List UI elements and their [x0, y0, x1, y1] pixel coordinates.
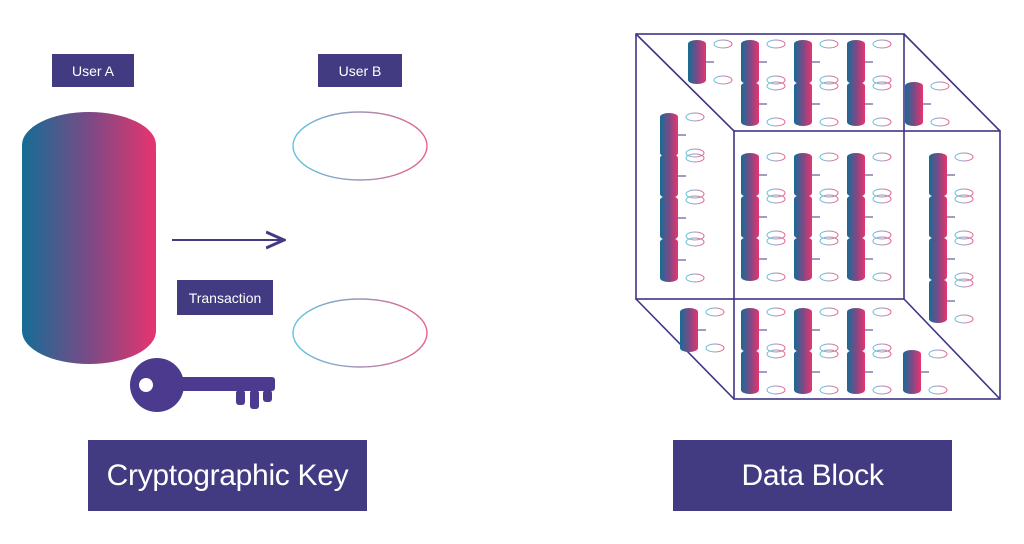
mini-cylinder-filled	[660, 113, 678, 157]
mini-cylinder-outline	[766, 81, 786, 127]
mini-cylinder-filled	[660, 238, 678, 282]
mini-cylinder-outline	[819, 39, 839, 85]
mini-cylinder-filled	[794, 82, 812, 126]
user-b-database	[292, 111, 428, 368]
mini-cylinder-filled	[794, 40, 812, 84]
mini-cylinder-filled	[847, 237, 865, 281]
mini-cylinder-outline	[685, 195, 705, 241]
mini-cylinder-filled	[929, 195, 947, 239]
mini-cylinder-filled	[688, 40, 706, 84]
mini-cylinder-outline	[872, 349, 892, 395]
data-block-caption: Data Block	[673, 440, 952, 511]
mini-cylinder-filled	[847, 350, 865, 394]
user-a-label: User A	[52, 54, 134, 87]
mini-cylinder-filled	[794, 350, 812, 394]
mini-cylinder-filled	[929, 279, 947, 323]
mini-cylinder-filled	[741, 308, 759, 352]
mini-cylinder-outline	[872, 194, 892, 240]
mini-cylinder-filled	[847, 40, 865, 84]
mini-cylinder-filled	[741, 350, 759, 394]
mini-cylinder-filled	[929, 153, 947, 197]
mini-cylinder-filled	[794, 153, 812, 197]
key-icon	[130, 358, 275, 412]
mini-cylinder-outline	[819, 194, 839, 240]
mini-cylinder-outline	[766, 194, 786, 240]
mini-cylinder-outline	[872, 307, 892, 353]
mini-cylinder-filled	[680, 308, 698, 352]
mini-cylinder-filled	[794, 237, 812, 281]
mini-cylinder-filled	[794, 195, 812, 239]
user-b-label: User B	[318, 54, 402, 87]
mini-cylinder-outline	[928, 349, 948, 395]
cryptographic-key-caption: Cryptographic Key	[88, 440, 367, 511]
mini-cylinder-outline	[685, 112, 705, 158]
mini-cylinder-filled	[660, 154, 678, 198]
data-block-cube	[635, 33, 1001, 400]
mini-cylinder-outline	[872, 236, 892, 282]
transaction-label: Transaction	[177, 280, 273, 315]
mini-cylinder-filled	[741, 40, 759, 84]
mini-cylinder-outline	[872, 81, 892, 127]
mini-cylinder-filled	[741, 153, 759, 197]
mini-cylinder-filled	[847, 308, 865, 352]
mini-cylinder-outline	[930, 81, 950, 127]
mini-cylinder-outline	[766, 349, 786, 395]
mini-cylinder-filled	[794, 308, 812, 352]
mini-cylinder-filled	[905, 82, 923, 126]
mini-cylinder-outline	[872, 39, 892, 85]
mini-cylinder-outline	[766, 236, 786, 282]
mini-cylinder-filled	[741, 82, 759, 126]
mini-cylinder-outline	[819, 349, 839, 395]
mini-cylinder-filled	[929, 237, 947, 281]
mini-cylinder-outline	[713, 39, 733, 85]
mini-cylinder-outline	[954, 278, 974, 324]
mini-cylinder-outline	[819, 307, 839, 353]
mini-cylinder-outline	[954, 194, 974, 240]
mini-cylinder-outline	[819, 81, 839, 127]
mini-cylinder-filled	[903, 350, 921, 394]
mini-cylinder-filled	[660, 196, 678, 240]
user-a-database	[22, 112, 156, 364]
mini-cylinder-outline	[872, 152, 892, 198]
mini-cylinder-outline	[705, 307, 725, 353]
mini-cylinder-outline	[954, 152, 974, 198]
mini-cylinder-outline	[819, 152, 839, 198]
mini-cylinder-outline	[766, 39, 786, 85]
mini-cylinder-filled	[741, 237, 759, 281]
mini-cylinder-filled	[847, 153, 865, 197]
mini-cylinder-outline	[766, 307, 786, 353]
mini-cylinder-outline	[954, 236, 974, 282]
mini-cylinder-outline	[766, 152, 786, 198]
mini-cylinder-grid	[660, 39, 974, 395]
mini-cylinder-filled	[741, 195, 759, 239]
mini-cylinder-outline	[819, 236, 839, 282]
mini-cylinder-filled	[847, 195, 865, 239]
mini-cylinder-filled	[847, 82, 865, 126]
mini-cylinder-outline	[685, 237, 705, 283]
mini-cylinder-outline	[685, 153, 705, 199]
